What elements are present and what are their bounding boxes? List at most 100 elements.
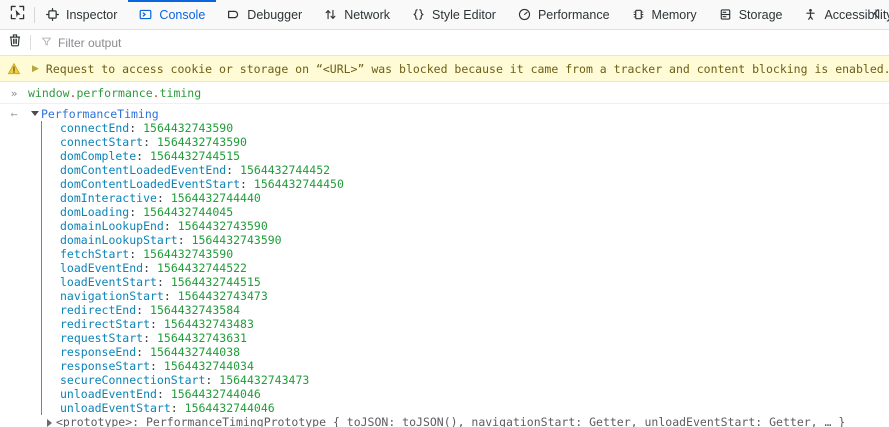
element-picker-button[interactable] (0, 0, 34, 29)
prototype-row[interactable]: <prototype>: PerformanceTimingPrototype … (41, 415, 889, 427)
tab-memory[interactable]: Memory (621, 0, 708, 29)
console-icon (139, 8, 152, 21)
arrow-left-icon: ← (10, 107, 18, 121)
property-colon: : (136, 345, 144, 359)
tab-console-label: Console (159, 7, 206, 22)
triangle-down-icon (30, 111, 39, 116)
property-key: domComplete (60, 149, 137, 163)
expression-prop-2: timing (159, 86, 202, 100)
table-row[interactable]: redirectStart: 1564432743483 (60, 317, 889, 331)
property-key: domLoading (60, 205, 130, 219)
triangle-right-icon (47, 419, 52, 427)
funnel-icon (41, 34, 52, 52)
console-filter-bar: Filter output (0, 30, 889, 56)
input-prompt-gutter: » (0, 86, 28, 100)
tab-style-editor[interactable]: Style Editor (401, 0, 507, 29)
result-object-name: PerformanceTiming (41, 107, 159, 121)
tab-inspector[interactable]: Inspector (35, 0, 128, 29)
table-row[interactable]: loadEventStart: 1564432744515 (60, 275, 889, 289)
property-value: 1564432743473 (219, 373, 310, 387)
table-row[interactable]: responseEnd: 1564432744038 (60, 345, 889, 359)
toolbar-overflow-button[interactable] (863, 0, 889, 29)
tab-accessibility-label: Accessibility (824, 7, 889, 22)
property-colon: : (129, 121, 137, 135)
element-picker-icon (10, 5, 25, 25)
property-colon: : (156, 387, 164, 401)
result-property-list: connectEnd: 1564432743590 connectStart: … (41, 121, 889, 415)
property-colon: : (129, 205, 137, 219)
console-result-row: ← PerformanceTiming connectEnd: 15644327… (0, 104, 889, 427)
expression-prop-1: performance (76, 86, 153, 100)
property-value: 1564432744034 (163, 359, 254, 373)
property-colon: : (170, 401, 178, 415)
tab-storage[interactable]: Storage (708, 0, 794, 29)
table-row[interactable]: domInteractive: 1564432744440 (60, 191, 889, 205)
console-warning-message[interactable]: ▶ Request to access cookie or storage on… (0, 56, 889, 82)
property-colon: : (129, 247, 137, 261)
property-key: domInteractive (60, 191, 157, 205)
tab-inspector-label: Inspector (66, 7, 118, 22)
property-colon: : (177, 233, 185, 247)
filterbar-divider (30, 35, 31, 50)
table-row[interactable]: fetchStart: 1564432743590 (60, 247, 889, 261)
table-row[interactable]: domContentLoadedEventStart: 156443274445… (60, 177, 889, 191)
result-header[interactable]: ← PerformanceTiming (0, 107, 889, 121)
chevron-double-right-icon: » (10, 87, 18, 100)
accessibility-icon (804, 8, 817, 21)
table-row[interactable]: unloadEventEnd: 1564432744046 (60, 387, 889, 401)
trash-icon (8, 33, 22, 52)
filter-placeholder: Filter output (58, 35, 122, 50)
filter-input[interactable]: Filter output (31, 34, 889, 52)
property-colon: : (226, 163, 234, 177)
property-key: loadEventEnd (60, 261, 144, 275)
tab-performance-label: Performance (537, 7, 610, 22)
table-row[interactable]: domainLookupEnd: 1564432743590 (60, 219, 889, 233)
clear-console-button[interactable] (0, 33, 30, 52)
table-row[interactable]: responseStart: 1564432744034 (60, 359, 889, 373)
table-row[interactable]: requestStart: 1564432743631 (60, 331, 889, 345)
console-input-echo-row[interactable]: » window.performance.timing (0, 82, 889, 104)
table-row[interactable]: loadEventEnd: 1564432744522 (60, 261, 889, 275)
table-row[interactable]: unloadEventStart: 1564432744046 (60, 401, 889, 415)
tab-performance[interactable]: Performance (507, 0, 621, 29)
tab-memory-label: Memory (651, 7, 697, 22)
table-row[interactable]: secureConnectionStart: 1564432743473 (60, 373, 889, 387)
property-value: 1564432744515 (150, 149, 241, 163)
table-row[interactable]: connectStart: 1564432743590 (60, 135, 889, 149)
table-row[interactable]: domContentLoadedEventEnd: 1564432744452 (60, 163, 889, 177)
table-row[interactable]: domComplete: 1564432744515 (60, 149, 889, 163)
tab-style-editor-label: Style Editor (432, 7, 496, 22)
property-value: 1564432743473 (177, 289, 268, 303)
property-value: 1564432744046 (170, 387, 261, 401)
result-expand-toggle[interactable] (28, 107, 41, 116)
tab-network[interactable]: Network (313, 0, 401, 29)
table-row[interactable]: navigationStart: 1564432743473 (60, 289, 889, 303)
prototype-expand-toggle[interactable] (43, 415, 56, 427)
network-icon (324, 8, 337, 21)
property-key: secureConnectionStart (60, 373, 206, 387)
expression-dot-2: . (152, 86, 160, 100)
property-colon: : (150, 359, 157, 373)
warning-expand-icon[interactable]: ▶ (32, 63, 39, 73)
tab-console[interactable]: Console (128, 0, 217, 29)
devtools-tab-list: Inspector Console Debugger (35, 0, 889, 29)
property-key: requestStart (60, 331, 144, 345)
table-row[interactable]: domainLookupStart: 1564432743590 (60, 233, 889, 247)
property-key: domainLookupStart (60, 233, 178, 247)
property-value: 1564432743584 (150, 303, 241, 317)
property-colon: : (143, 135, 151, 149)
table-row[interactable]: domLoading: 1564432744045 (60, 205, 889, 219)
style-editor-icon (412, 8, 425, 21)
property-colon: : (205, 373, 213, 387)
tab-debugger[interactable]: Debugger (216, 0, 313, 29)
tab-storage-label: Storage (738, 7, 783, 22)
table-row[interactable]: connectEnd: 1564432743590 (60, 121, 889, 135)
tab-accessibility[interactable]: Accessibility (793, 0, 889, 29)
property-colon: : (156, 275, 164, 289)
property-key: connectEnd (60, 121, 130, 135)
property-value: 1564432744045 (143, 205, 234, 219)
debugger-icon (227, 8, 240, 21)
property-key: responseStart (60, 359, 151, 373)
table-row[interactable]: redirectEnd: 1564432743584 (60, 303, 889, 317)
property-value: 1564432743590 (156, 135, 247, 149)
